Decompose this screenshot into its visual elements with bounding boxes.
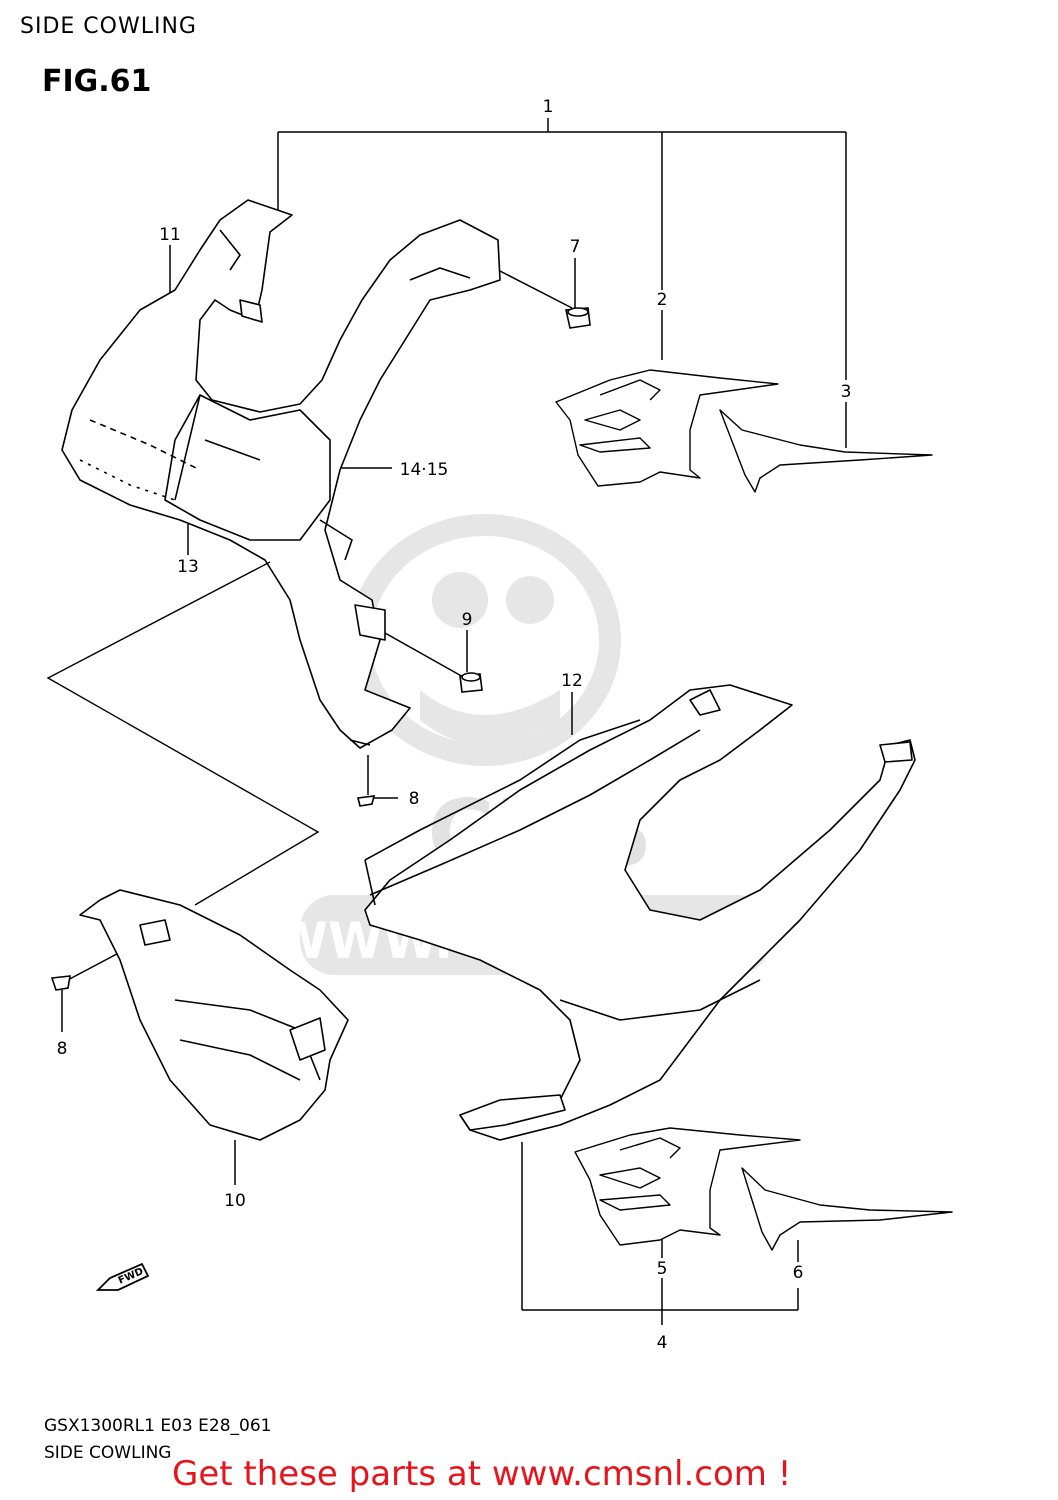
fwd-direction-icon: FWD	[95, 1262, 150, 1291]
part-label-3: 3	[841, 382, 852, 402]
part-label-6: 6	[793, 1263, 804, 1283]
part-label-4: 4	[657, 1333, 668, 1353]
decal-set-upper	[555, 369, 933, 493]
part-label-2: 2	[657, 290, 668, 310]
part-label-5: 5	[657, 1259, 668, 1279]
part-label-12: 12	[561, 671, 583, 691]
decal-set-lower	[574, 1127, 953, 1251]
grommet-parts	[50, 307, 591, 991]
part-label-8-lower: 8	[57, 1039, 68, 1059]
part-label-7: 7	[570, 237, 581, 257]
header-title: SIDE COWLING	[20, 14, 197, 39]
part-label-13: 13	[177, 557, 199, 577]
part-labels: 1 2 3 4 5 6 7 8 8 9 10 11 12 13 14·15	[57, 97, 852, 1353]
part-label-14-15: 14·15	[400, 460, 449, 480]
figure-number: FIG.61	[42, 64, 152, 99]
lower-cowling-part-10	[79, 889, 349, 1141]
section-name: SIDE COWLING	[44, 1443, 172, 1463]
part-label-10: 10	[224, 1191, 246, 1211]
model-code: GSX1300RL1 E03 E28_061	[44, 1416, 272, 1436]
part-label-11: 11	[159, 225, 181, 245]
part-label-8-upper: 8	[409, 789, 420, 809]
cta-link[interactable]: Get these parts at www.cmsnl.com !	[172, 1454, 792, 1494]
inner-cowling-part	[61, 199, 501, 749]
side-cowling-part-12	[364, 684, 916, 1141]
part-label-9: 9	[462, 610, 473, 630]
assembly-guide-lines	[46, 561, 320, 906]
part-label-1: 1	[543, 97, 554, 117]
